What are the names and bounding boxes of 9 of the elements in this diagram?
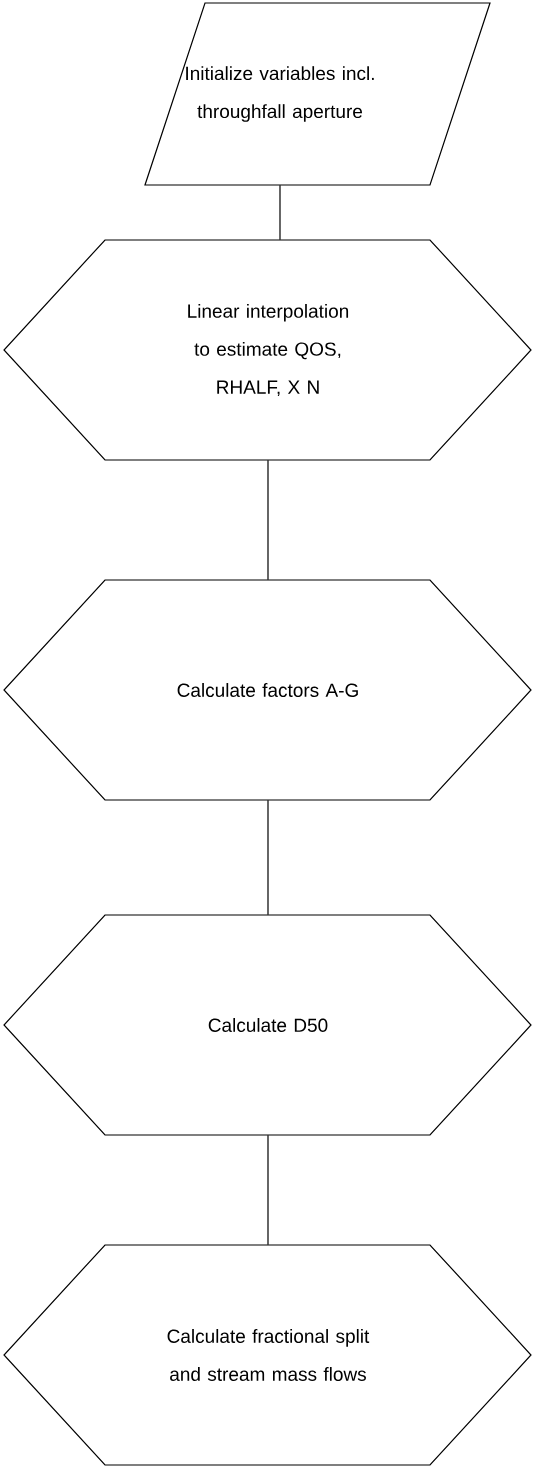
parallelogram-box: Initialize variables incl. throughfall aperture <box>144 2 491 186</box>
hexagon-box: Linear interpolation to estimate QOS, RHALF, X N <box>3 239 532 461</box>
connector-line <box>267 459 269 581</box>
connector-line <box>267 799 269 916</box>
connector-line <box>279 184 281 241</box>
hexagon-box: Calculate fractional split and stream mass flows <box>3 1244 532 1466</box>
connector-line <box>267 1134 269 1246</box>
hexagon-box: Calculate factors A-G <box>3 579 532 801</box>
hexagon-box: Calculate D50 <box>3 914 532 1136</box>
